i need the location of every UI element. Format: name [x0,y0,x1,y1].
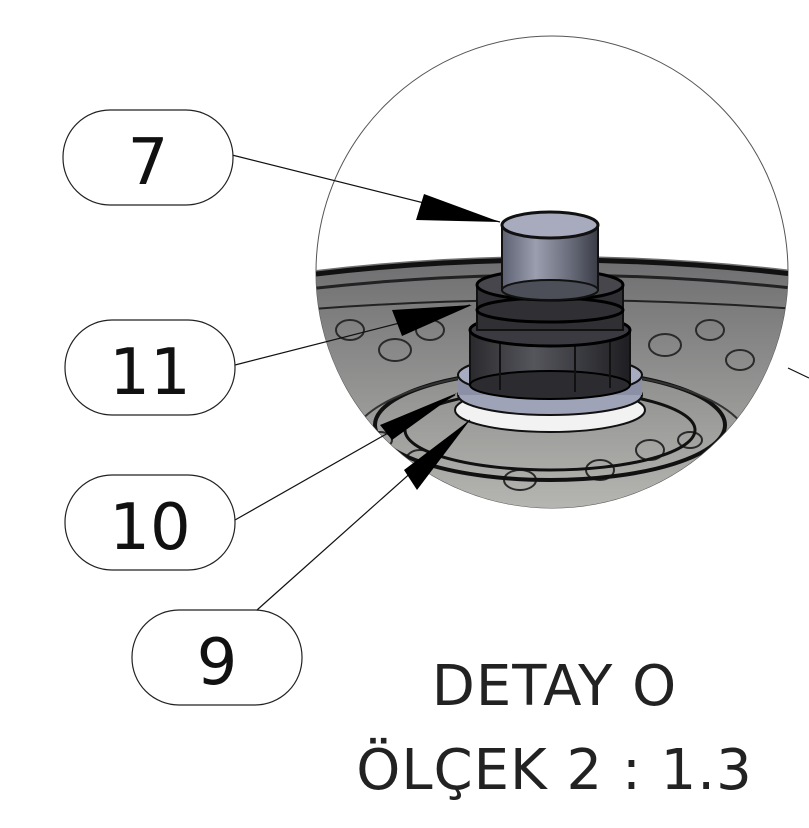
balloon-11: 11 [64,319,236,416]
arrowhead-11 [392,305,472,336]
arrowhead-7 [416,194,500,222]
balloon-10: 10 [64,474,236,571]
assembly-render [316,210,788,508]
balloon-9: 9 [131,609,303,706]
balloon-7: 7 [62,109,234,206]
detail-scale: ÖLÇEK 2 : 1.3 [356,738,753,803]
balloon-10-label: 10 [109,491,190,565]
balloon-9-label: 9 [197,626,238,700]
balloon-7-label: 7 [128,126,169,200]
detail-title: DETAY O [431,654,678,719]
balloon-11-label: 11 [109,336,190,410]
arrowhead-10 [380,393,457,440]
arrowhead-9 [404,420,470,490]
arrowheads [380,194,500,490]
